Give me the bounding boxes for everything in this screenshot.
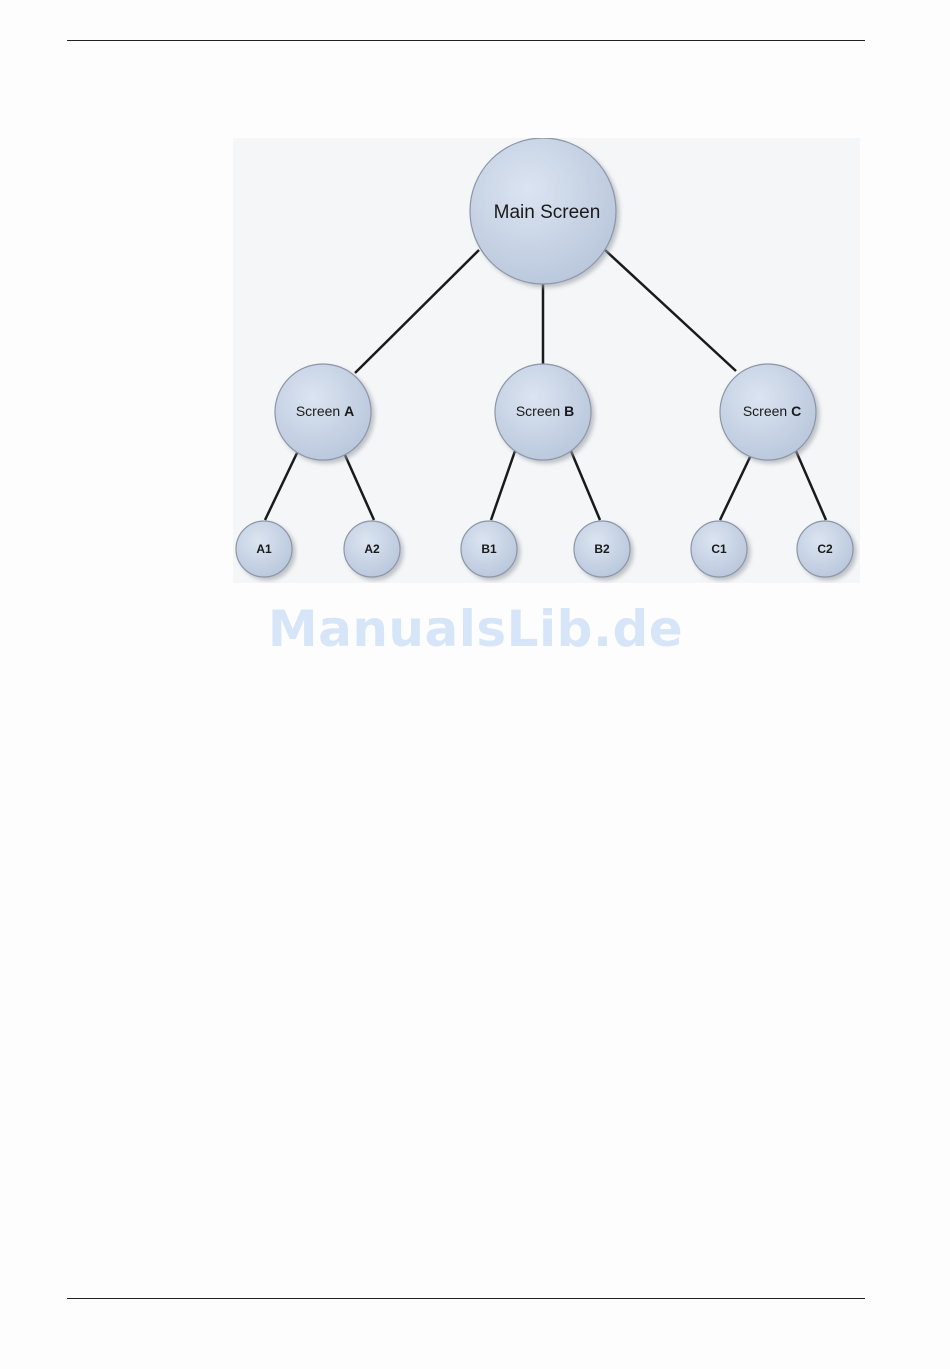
node-b2-label: B2 <box>594 542 610 556</box>
node-screen-b-letter: B <box>564 403 574 419</box>
hierarchy-diagram: Main Screen Screen A Screen B Screen C A… <box>233 138 860 583</box>
watermark: ManualsLib.de <box>233 600 718 658</box>
hierarchy-diagram-svg: Main Screen Screen A Screen B Screen C A… <box>233 138 860 583</box>
footer-rule <box>67 1298 865 1299</box>
node-b2: B2 <box>574 521 630 577</box>
node-a1: A1 <box>236 521 292 577</box>
node-screen-b-prefix: Screen <box>516 403 564 419</box>
node-screen-a-letter: A <box>344 403 354 419</box>
edge-a-to-a2 <box>345 455 374 520</box>
svg-text:Screen C: Screen C <box>743 403 801 419</box>
node-a2: A2 <box>344 521 400 577</box>
node-c1: C1 <box>691 521 747 577</box>
edge-b-to-b2 <box>571 451 600 520</box>
node-main-screen: Main Screen <box>470 138 616 284</box>
edge-main-to-a <box>355 250 479 373</box>
node-a1-label: A1 <box>256 542 272 556</box>
node-a2-label: A2 <box>364 542 380 556</box>
svg-text:Screen B: Screen B <box>516 403 574 419</box>
edge-c-to-c1 <box>720 455 751 520</box>
node-b1-label: B1 <box>481 542 497 556</box>
node-screen-c-letter: C <box>791 403 801 419</box>
node-c2-label: C2 <box>817 542 833 556</box>
svg-text:Screen A: Screen A <box>296 403 354 419</box>
edge-c-to-c2 <box>796 451 826 520</box>
node-screen-c-prefix: Screen <box>743 403 791 419</box>
node-b1: B1 <box>461 521 517 577</box>
node-screen-a: Screen A <box>275 364 371 460</box>
edge-b-to-b1 <box>491 451 515 520</box>
node-screen-c: Screen C <box>720 364 816 460</box>
node-screen-b: Screen B <box>495 364 591 460</box>
node-c2: C2 <box>797 521 853 577</box>
header-rule <box>67 40 865 41</box>
node-main-screen-label: Main Screen <box>494 202 601 223</box>
edge-a-to-a1 <box>265 453 297 520</box>
node-c1-label: C1 <box>711 542 727 556</box>
edge-main-to-c <box>605 250 736 371</box>
node-screen-a-prefix: Screen <box>296 403 344 419</box>
